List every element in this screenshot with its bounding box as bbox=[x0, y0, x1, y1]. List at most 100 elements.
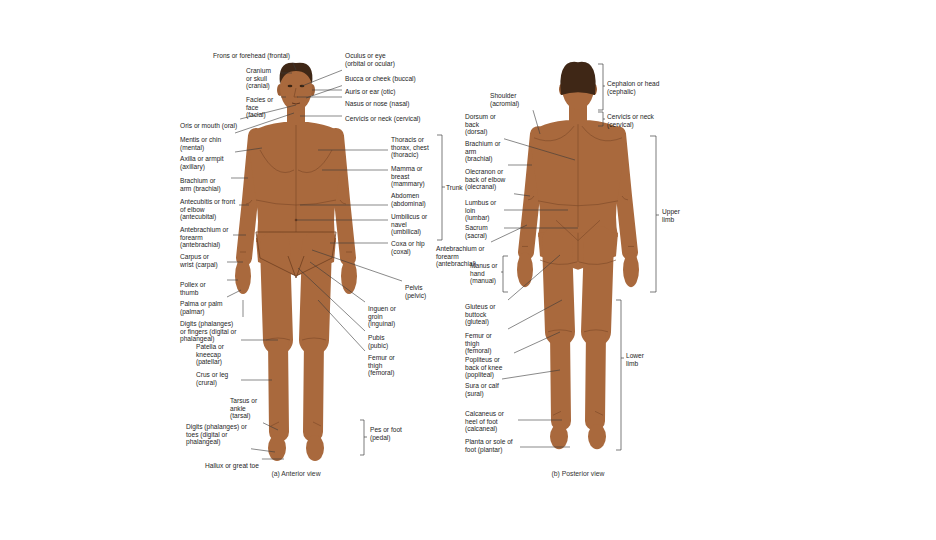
region-label: Palma or palm (palmar) bbox=[180, 300, 224, 315]
leader-line bbox=[263, 423, 278, 430]
region-label: Coxa or hip (coxal) bbox=[391, 240, 437, 255]
group-label: Cephalon or head (cephalic) bbox=[607, 80, 667, 95]
leader-line bbox=[243, 300, 244, 317]
region-label: Brachium or arm (brachial) bbox=[465, 140, 505, 163]
leader-line bbox=[491, 225, 527, 242]
region-label: Digits (phalanges) or toes (digital or p… bbox=[186, 423, 248, 446]
leader-line bbox=[298, 268, 365, 331]
region-label: Sura or calf (sural) bbox=[465, 382, 499, 397]
sacrum-outline bbox=[556, 220, 600, 240]
leader-line bbox=[502, 370, 560, 379]
region-label: Popliteus or back of knee (popliteal) bbox=[465, 356, 511, 379]
region-label: Nasus or nose (nasal) bbox=[345, 100, 410, 108]
hair-shape bbox=[280, 63, 313, 84]
region-bracket bbox=[650, 136, 659, 292]
region-label: Antebrachium or forearm (antebrachial) bbox=[180, 226, 230, 249]
view-caption: (b) Posterior view bbox=[552, 470, 605, 478]
region-label: Cranium or skull (cranial) bbox=[246, 67, 278, 90]
leader-line bbox=[239, 205, 249, 206]
region-label: Tarsus or ankle (tarsal) bbox=[230, 397, 260, 420]
leader-line bbox=[508, 255, 560, 300]
leader-line bbox=[312, 250, 402, 281]
region-label: Oculus or eye (orbital or ocular) bbox=[345, 52, 407, 67]
view-caption: (a) Anterior view bbox=[271, 470, 320, 478]
region-label: Shoulder (acromial) bbox=[490, 92, 530, 107]
leader-line bbox=[241, 340, 278, 341]
leader-line bbox=[330, 243, 388, 244]
region-label: Olecranon or back of elbow (olecranal) bbox=[465, 168, 511, 191]
region-label: Hallux or great toe bbox=[205, 462, 259, 470]
leader-line bbox=[296, 220, 388, 221]
region-label: Calcaneus or heel of foot (calcaneal) bbox=[465, 410, 515, 433]
group-label: Pes or foot (pedal) bbox=[370, 426, 410, 441]
eye-mark bbox=[288, 85, 293, 87]
nose-line bbox=[294, 88, 298, 97]
region-label: Cervicis or neck (cervical) bbox=[345, 115, 420, 123]
region-bracket bbox=[598, 112, 605, 126]
leader-line bbox=[504, 210, 568, 211]
leader-line bbox=[227, 280, 238, 281]
region-label: Abdomen (abdominal) bbox=[391, 192, 437, 207]
group-label: Cervicis or neck (cervical) bbox=[607, 113, 667, 128]
leader-line bbox=[312, 90, 342, 91]
leader-line bbox=[262, 459, 284, 460]
region-label: Pelvis (pelvic) bbox=[405, 284, 437, 299]
region-label: Digits (phalanges) or fingers (digital o… bbox=[180, 320, 240, 343]
region-label: Carpus or wrist (carpal) bbox=[180, 253, 224, 268]
region-label: Umbilicus or navel (umbilical) bbox=[391, 213, 433, 236]
region-bracket bbox=[360, 420, 367, 455]
mouth-line bbox=[292, 103, 300, 104]
region-label: Auris or ear (otic) bbox=[345, 88, 396, 96]
region-line bbox=[534, 124, 622, 264]
leader-line bbox=[514, 332, 560, 353]
leader-line bbox=[297, 97, 342, 98]
leader-line bbox=[508, 165, 532, 166]
region-label: Femur or thigh (femoral) bbox=[465, 332, 505, 355]
leader-line bbox=[518, 420, 562, 421]
leader-line bbox=[504, 139, 575, 160]
region-label: Patella or kneecap (patellar) bbox=[196, 343, 238, 366]
leader-line bbox=[318, 300, 365, 351]
leader-line bbox=[241, 380, 272, 381]
leader-line bbox=[293, 63, 296, 70]
leader-line bbox=[310, 262, 365, 302]
leader-line bbox=[520, 447, 570, 448]
region-label: Axilla or armpit (axillary) bbox=[180, 155, 232, 170]
region-bracket bbox=[616, 300, 624, 450]
pelvis-outline bbox=[256, 232, 336, 278]
leader-line bbox=[504, 228, 578, 229]
region-label: Inguen or groin (inguinal) bbox=[368, 305, 410, 328]
leader-line bbox=[302, 70, 342, 86]
leader-line bbox=[300, 205, 388, 206]
region-label: Bucca or cheek (buccal) bbox=[345, 75, 416, 83]
region-line bbox=[256, 125, 336, 232]
leader-line bbox=[533, 110, 540, 134]
leader-line bbox=[227, 290, 241, 297]
region-bracket bbox=[437, 135, 445, 240]
leader-line bbox=[235, 148, 262, 152]
leader-line bbox=[508, 300, 562, 329]
hair-shape bbox=[560, 62, 595, 95]
leader-line bbox=[227, 262, 243, 263]
region-label: Facies or face (facial) bbox=[246, 96, 278, 119]
region-label: Brachium or arm (brachial) bbox=[180, 177, 228, 192]
region-label: Sacrum (sacral) bbox=[465, 224, 501, 239]
group-label: Upper limb bbox=[662, 208, 692, 223]
region-label: Mentis or chin (mental) bbox=[180, 136, 232, 151]
region-label: Mamma or breast (mammary) bbox=[391, 165, 433, 188]
region-label: Oris or mouth (oral) bbox=[180, 122, 237, 130]
leader-line bbox=[514, 194, 530, 196]
leader-line bbox=[281, 73, 292, 74]
region-label: Thoracis or thorax, chest (thoracic) bbox=[391, 136, 437, 159]
region-label: Lumbus or loin (lumbar) bbox=[465, 199, 501, 222]
region-label: Frons or forehead (frontal) bbox=[213, 52, 290, 60]
region-label: Crus or leg (crural) bbox=[196, 371, 238, 386]
region-label: Femur or thigh (femoral) bbox=[368, 354, 404, 377]
region-label: Pollex or thumb bbox=[180, 281, 224, 296]
leader-line bbox=[318, 150, 388, 151]
region-label: Antecubitis or front of elbow (antecubit… bbox=[180, 198, 236, 221]
leader-line bbox=[306, 86, 342, 98]
leader-line bbox=[231, 178, 248, 179]
